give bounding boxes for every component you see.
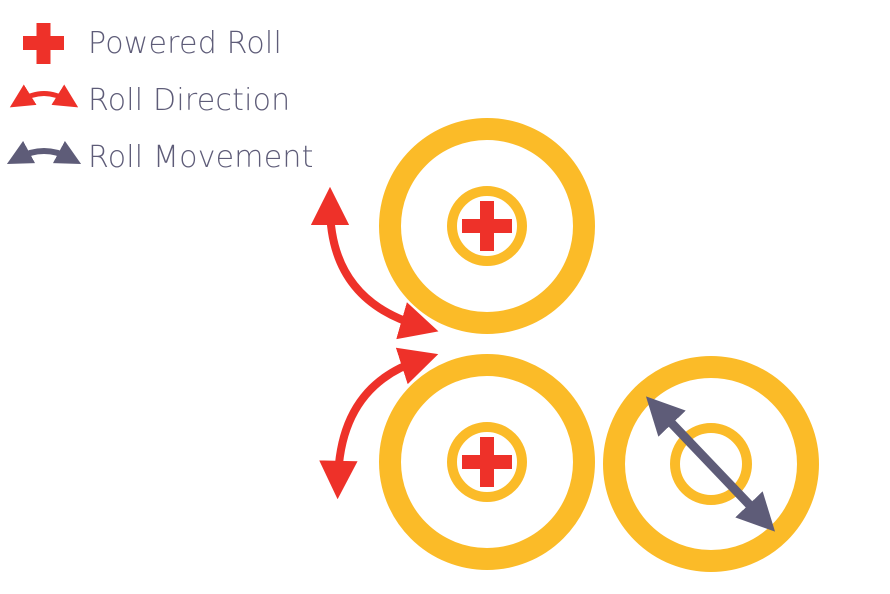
roll-outer-ring: [603, 356, 819, 572]
legend-label-roll-movement: Roll Movement: [88, 140, 314, 175]
roll-movement-arrow-icon: [645, 396, 776, 532]
legend-item-roll-movement: Roll Movement: [6, 140, 314, 175]
roll-hub-ring: [447, 422, 527, 502]
legend-item-powered-roll: Powered Roll: [23, 23, 282, 64]
legend-label-powered-roll: Powered Roll: [88, 26, 282, 61]
legend-item-roll-direction: Roll Direction: [9, 83, 290, 118]
bottom-left-roll: [379, 354, 595, 570]
roll-direction-arrow-icon-upper: [310, 186, 439, 340]
plus-icon: [23, 23, 64, 64]
legend-label-roll-direction: Roll Direction: [88, 83, 290, 118]
roll-direction-arrow-icon-lower: [319, 347, 439, 500]
powered-plus-icon: [462, 437, 512, 487]
curved-double-arrow-icon: [9, 84, 79, 108]
roll-hub-ring: [447, 186, 527, 266]
legend: Powered Roll Roll Direction Roll Movemen…: [6, 23, 314, 175]
bottom-right-roll: [603, 356, 819, 572]
curved-double-arrow-icon: [6, 140, 82, 164]
powered-plus-icon: [462, 201, 512, 251]
top-left-roll: [379, 118, 595, 334]
